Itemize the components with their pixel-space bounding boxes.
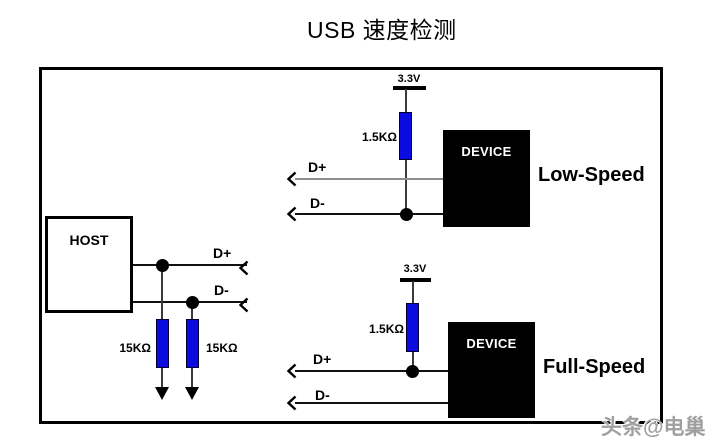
host-pulldown-resistor-left [155, 319, 169, 368]
host-dminus-connector-icon [239, 297, 249, 313]
host-dplus-wire [133, 264, 247, 266]
low-speed-supply-label: 3.3V [397, 73, 421, 85]
full-speed-junction-dot [406, 364, 419, 378]
full-speed-dplus-wire [295, 370, 448, 372]
full-speed-pullup-resistor [406, 303, 419, 352]
low-speed-supply-stem-wire [405, 89, 407, 112]
full-speed-title: Full-Speed [543, 356, 646, 378]
host-dplus-pulldown-stem-wire [161, 265, 163, 319]
host-dminus-pulldown-stem-wire [191, 302, 193, 319]
low-speed-title: Low-Speed [538, 164, 645, 186]
full-speed-pullup-label: 1.5KΩ [369, 322, 404, 336]
full-speed-supply-stem-wire [412, 281, 414, 303]
low-speed-pullup-label: 1.5KΩ [362, 130, 397, 144]
low-speed-dminus-wire [295, 213, 443, 215]
watermark: 头条@电巢 [601, 416, 706, 439]
low-speed-dplus-connector-icon [287, 171, 297, 187]
host-label: HOST [69, 232, 109, 248]
host-ground-stem-left-wire [161, 368, 163, 388]
full-speed-supply-rail [400, 278, 431, 282]
low-speed-device-box: DEVICE [443, 130, 530, 227]
full-speed-resistor-stem-wire [412, 352, 414, 371]
host-dplus-label: D+ [213, 245, 232, 261]
full-speed-dplus-label: D+ [313, 351, 332, 367]
host-box: HOST [45, 216, 133, 313]
diagram-frame [39, 67, 663, 424]
full-speed-supply-label: 3.3V [403, 263, 427, 275]
host-pulldown-left-label: 15KΩ [119, 341, 151, 355]
host-dminus-label: D- [214, 282, 229, 298]
full-speed-device-label: DEVICE [466, 336, 517, 351]
low-speed-junction-dot [399, 207, 413, 221]
diagram-title: USB 速度检测 [307, 17, 457, 43]
low-speed-resistor-stem-wire [405, 160, 407, 214]
ground-arrow-right-icon [185, 387, 199, 400]
low-speed-dminus-label: D- [310, 195, 325, 211]
low-speed-dplus-label: D+ [308, 159, 327, 175]
host-dminus-junction-dot [185, 295, 199, 309]
host-pulldown-right-label: 15KΩ [206, 341, 238, 355]
full-speed-dminus-wire [295, 402, 448, 404]
low-speed-supply-rail [393, 86, 426, 90]
full-speed-dminus-label: D- [315, 387, 330, 403]
ground-arrow-left-icon [155, 387, 169, 400]
host-ground-stem-right-wire [191, 368, 193, 388]
low-speed-pullup-resistor [399, 112, 412, 160]
low-speed-dplus-wire [295, 178, 443, 180]
full-speed-dplus-connector-icon [287, 363, 297, 379]
full-speed-dminus-connector-icon [287, 395, 297, 411]
host-dplus-junction-dot [155, 258, 169, 272]
host-dplus-connector-icon [239, 260, 249, 276]
low-speed-dminus-connector-icon [287, 206, 297, 222]
host-pulldown-resistor-right [185, 319, 199, 368]
full-speed-device-box: DEVICE [448, 322, 535, 418]
low-speed-device-label: DEVICE [461, 144, 512, 159]
